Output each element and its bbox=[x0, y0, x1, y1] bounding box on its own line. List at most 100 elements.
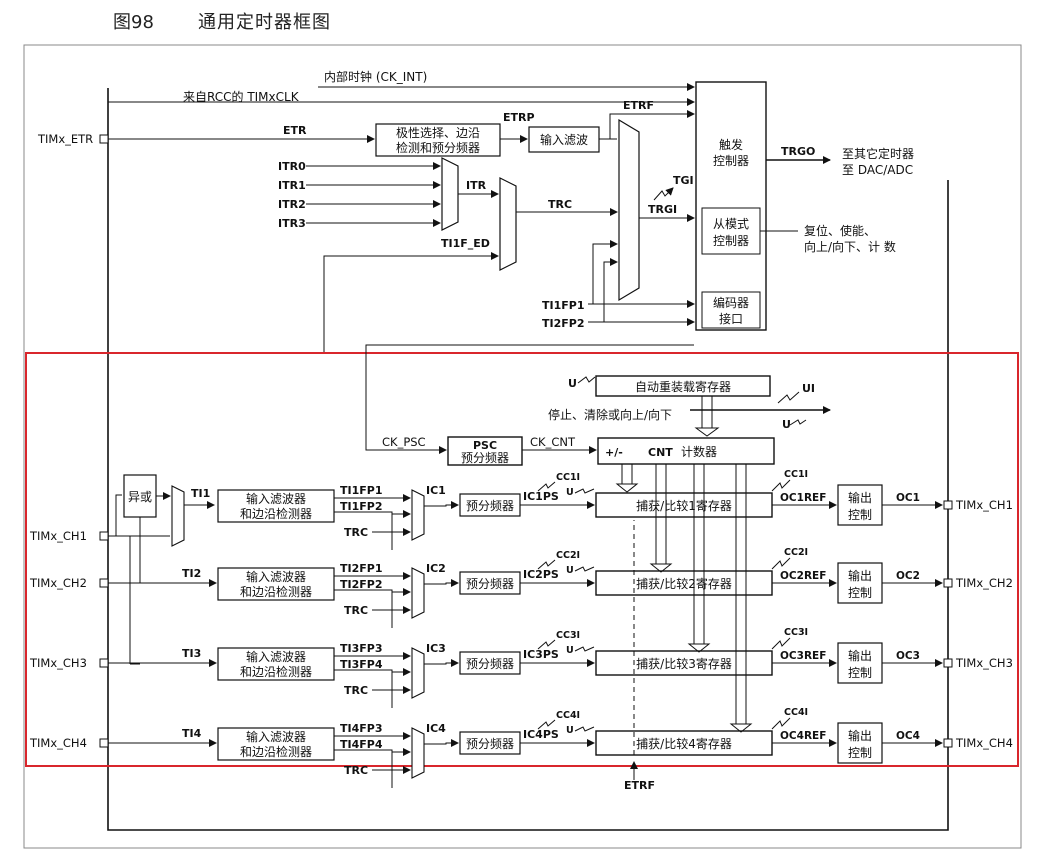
tgi-arrow bbox=[653, 187, 674, 201]
ch4-icps-label: IC4PS bbox=[523, 728, 559, 741]
figure-title: 通用定时器框图 bbox=[198, 12, 331, 33]
cnt-block bbox=[597, 437, 775, 465]
to-other-line2: 至 DAC/ADC bbox=[842, 163, 913, 177]
ch4-cci-in-arrow bbox=[537, 719, 556, 730]
etrf-label: ETRF bbox=[623, 99, 654, 112]
ch1-output-line2: 控制 bbox=[848, 508, 872, 522]
ch1-ic-label: IC1 bbox=[426, 484, 446, 497]
cnt-to-ccr2-arrow bbox=[649, 464, 673, 573]
ch3-prescaler-label: 预分频器 bbox=[466, 657, 514, 671]
cnt-pm-label: +/- bbox=[605, 446, 623, 459]
psc-title: PSC bbox=[473, 439, 497, 452]
ch4-filter-line2: 和边沿检测器 bbox=[240, 744, 312, 759]
ti1-mux bbox=[171, 485, 185, 547]
encoder-line1: 编码器 bbox=[713, 295, 749, 310]
ch3-filter-line2: 和边沿检测器 bbox=[240, 664, 312, 679]
ch3-cci-out-label: CC3I bbox=[784, 627, 808, 638]
ch2-fp-b-cross bbox=[334, 589, 393, 628]
arr-register bbox=[595, 375, 771, 397]
ch3-filter-block bbox=[217, 647, 335, 681]
cnt-subtitle: 计数器 bbox=[681, 444, 717, 459]
ch4-trc-label: TRC bbox=[344, 764, 368, 777]
arr-label: 自动重装载寄存器 bbox=[635, 379, 731, 394]
ch2-output-line1: 输出 bbox=[848, 568, 872, 583]
ch2-ccr-block bbox=[595, 570, 773, 596]
trgo-label: TRGO bbox=[781, 145, 815, 158]
ck-cnt-label: CK_CNT bbox=[530, 435, 576, 449]
u-arr-arrow bbox=[577, 376, 596, 384]
ch2-cci-in-label: CC2I bbox=[556, 550, 580, 561]
psc-subtitle: 预分频器 bbox=[461, 451, 509, 465]
ch1-in-pin bbox=[99, 531, 109, 541]
outer-frame bbox=[23, 44, 1022, 849]
ch2-filter-line1: 输入滤波器 bbox=[246, 569, 306, 584]
ch2-cci-out-arrow bbox=[771, 557, 791, 570]
ch4-ccr-label: 捕获/比较4寄存器 bbox=[636, 736, 732, 751]
ch1-fp-b-cross bbox=[334, 511, 393, 550]
ch1-fp-a-label: TI1FP1 bbox=[340, 484, 382, 497]
etrf-line bbox=[599, 110, 695, 140]
ch1-ocref-label: OC1REF bbox=[780, 492, 826, 504]
ch2-filter-block bbox=[217, 567, 335, 601]
ch2-fp-a-label: TI2FP1 bbox=[340, 562, 382, 575]
ch3-out-pin bbox=[943, 658, 953, 668]
etr-label: ETR bbox=[283, 124, 307, 137]
ch1-cci-out-arrow bbox=[771, 479, 791, 492]
mux-in-ti2 bbox=[603, 258, 618, 322]
ch2-out-pin-label: TIMx_CH2 bbox=[955, 576, 1013, 590]
ch4-output-line2: 控制 bbox=[848, 746, 872, 760]
ti1fp1-label: TI1FP1 bbox=[542, 299, 584, 312]
polarity-line1: 极性选择、边沿 bbox=[396, 126, 480, 140]
ch4-u-arrow bbox=[574, 726, 595, 732]
ch1-u-label: U bbox=[566, 487, 574, 498]
trigger-controller-block bbox=[695, 81, 767, 331]
reset-line2: 向上/向下、计 数 bbox=[804, 239, 896, 254]
ch4-fp-b-label: TI4FP4 bbox=[340, 738, 383, 751]
ch4-ic-line bbox=[424, 739, 459, 747]
polarity-block bbox=[375, 123, 501, 157]
trc-mux bbox=[499, 177, 517, 271]
ch4-ic-mux bbox=[411, 727, 425, 779]
ch4-cci-in-label: CC4I bbox=[556, 710, 580, 721]
ch-bus bbox=[129, 517, 141, 665]
ch1-output-line1: 输出 bbox=[848, 490, 872, 505]
ch3-output-line1: 输出 bbox=[848, 648, 872, 663]
etr-pin-label: TIMx_ETR bbox=[37, 132, 93, 146]
ch3-fp-b-label: TI3FP4 bbox=[340, 658, 383, 671]
itr-label: ITR bbox=[466, 179, 487, 192]
ck-psc-label: CK_PSC bbox=[382, 435, 426, 449]
trigger-line1: 触发 bbox=[719, 137, 743, 152]
ch3-icps-label: IC3PS bbox=[523, 648, 559, 661]
ch2-fp-b-label: TI2FP2 bbox=[340, 578, 382, 591]
u-cnt-label: U bbox=[782, 418, 791, 431]
arr-to-cnt bbox=[694, 396, 720, 437]
ch1-icps-label: IC1PS bbox=[523, 490, 559, 503]
itr-mux bbox=[441, 157, 459, 231]
ch4-ic-label: IC4 bbox=[426, 722, 446, 735]
ui-arrow bbox=[777, 391, 800, 404]
ch3-ic-mux bbox=[411, 647, 425, 699]
ti1f-ed-line bbox=[323, 252, 499, 352]
ti2fp2-label: TI2FP2 bbox=[542, 317, 584, 330]
ch1-cci-in-arrow bbox=[537, 481, 556, 492]
encoder-block bbox=[701, 291, 761, 329]
cnt-to-ccr4-arrow bbox=[729, 464, 753, 733]
ch3-fp-a-label: TI3FP3 bbox=[340, 642, 382, 655]
xor-label: 异或 bbox=[128, 490, 152, 504]
itr2-label: ITR2 bbox=[278, 198, 306, 211]
trgi-label: TRGI bbox=[648, 203, 677, 216]
ch4-fp-a-label: TI4FP3 bbox=[340, 722, 382, 735]
ch2-filter-line2: 和边沿检测器 bbox=[240, 584, 312, 599]
ch1-cci-out-label: CC1I bbox=[784, 469, 808, 480]
ch2-u-label: U bbox=[566, 565, 574, 576]
ch2-output-control-block bbox=[837, 562, 883, 604]
tgi-label: TGI bbox=[673, 174, 694, 187]
ch3-out-pin-label: TIMx_CH3 bbox=[955, 656, 1013, 670]
ch1-filter-line2: 和边沿检测器 bbox=[240, 506, 312, 521]
trc-top-label: TRC bbox=[548, 198, 572, 211]
ch3-cci-in-label: CC3I bbox=[556, 630, 580, 641]
stop-clear-label: 停止、清除或向上/向下 bbox=[548, 407, 672, 422]
ch3-oc-label: OC3 bbox=[896, 650, 920, 662]
polarity-line2: 检测和预分频器 bbox=[396, 140, 480, 155]
